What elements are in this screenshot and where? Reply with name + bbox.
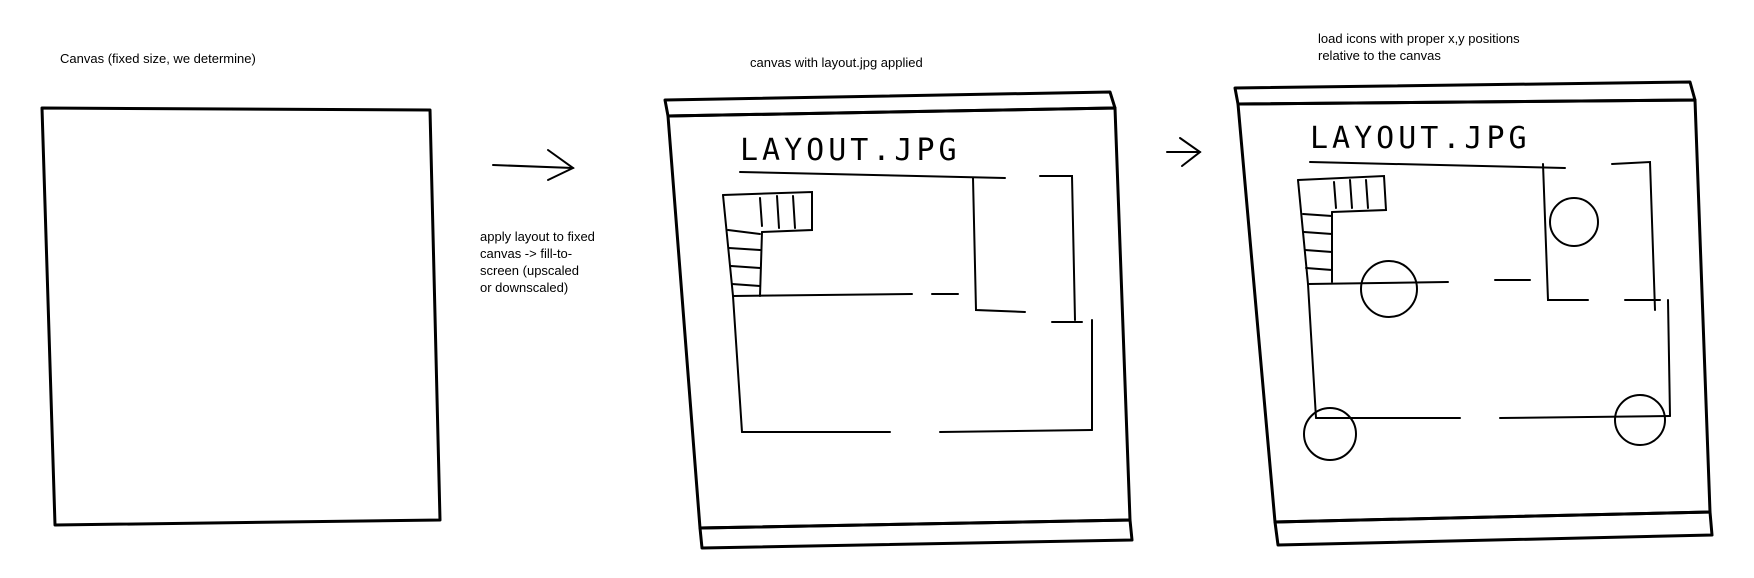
layout-image-label: LAYOUT.JPG [1310, 121, 1531, 156]
icon-marker [1549, 197, 1599, 247]
layout-canvas-with-icons: LAYOUT.JPG [1233, 80, 1714, 547]
step1-caption: Canvas (fixed size, we determine) [60, 51, 256, 66]
layout-image-label: LAYOUT.JPG [740, 133, 961, 168]
step2-caption: canvas with layout.jpg applied [750, 55, 923, 70]
icon-marker [1614, 394, 1666, 446]
icon-marker [1360, 260, 1418, 318]
empty-canvas [40, 106, 442, 527]
arrow-right-icon [1166, 137, 1202, 167]
step3-caption: load icons with proper x,y positions rel… [1318, 31, 1520, 63]
icon-marker [1303, 407, 1357, 461]
arrow-right-icon [492, 149, 575, 181]
transition-note: apply layout to fixed canvas -> fill-to-… [480, 229, 595, 295]
layout-canvas: LAYOUT.JPG [663, 90, 1134, 550]
